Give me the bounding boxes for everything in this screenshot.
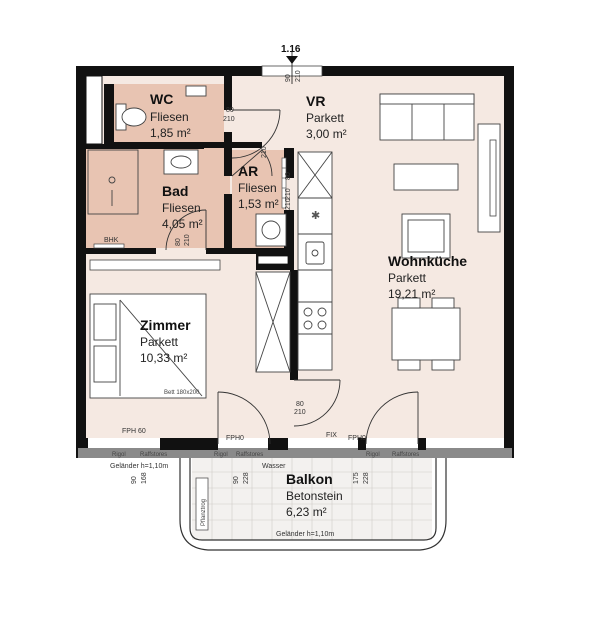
wc-area: 1,85 m² <box>150 126 191 140</box>
bhk-label: BHK <box>104 237 119 244</box>
ar-door-width: 80 <box>285 172 292 180</box>
balcony-door-height: 210 <box>294 409 306 416</box>
dining-table <box>391 297 461 371</box>
extractor-mark: ✱ <box>311 210 320 222</box>
water-label: Wasser <box>262 463 286 470</box>
bath-floor <box>86 148 230 248</box>
window-mid-width: 90 <box>233 476 240 484</box>
interior-walls <box>86 76 426 450</box>
balcony-paving <box>192 456 432 540</box>
storage-shelf <box>281 157 287 209</box>
wc-door-width: 80 <box>226 107 234 114</box>
window-left <box>85 75 103 145</box>
tv-screen <box>489 139 497 217</box>
kitchen-counter <box>255 151 333 373</box>
rigol-3: Rigol <box>366 452 380 458</box>
entry-marker <box>286 52 298 84</box>
wc-door-height: 210 <box>223 116 235 123</box>
entry-door-width: 90 <box>285 74 292 82</box>
railing-left-label: Geländer h=1,10m <box>110 463 168 470</box>
vr-name: VR <box>306 93 325 109</box>
wc-floor-label: Fliesen <box>150 110 189 124</box>
ar-door-dim-2: 210 <box>285 188 292 200</box>
balkon-area: 6,23 m² <box>286 505 327 519</box>
bad-door-width: 80 <box>175 238 182 246</box>
bed <box>89 293 207 399</box>
balcony-outline <box>179 458 447 551</box>
bath-basin <box>163 149 199 175</box>
towel-radiator <box>93 243 125 249</box>
zimmer-name: Zimmer <box>140 317 191 333</box>
bed-size-label: Bett 180x200 <box>164 390 200 396</box>
ar-floor-label: Fliesen <box>238 181 277 195</box>
bad-door-height: 210 <box>184 234 191 246</box>
fix-label: FIX <box>326 432 337 439</box>
raffstores-2: Raffstores <box>236 452 263 458</box>
wc-name: WC <box>150 91 173 107</box>
zimmer-area: 10,33 m² <box>140 351 187 365</box>
raffstores-3: Raffstores <box>392 452 419 458</box>
ar-door-height: 210 <box>285 198 292 210</box>
entry-marker-label: 1.16 <box>281 44 301 55</box>
fph0-right-label: FPH0 <box>348 435 366 442</box>
window-mid-height: 228 <box>243 472 250 484</box>
rigol-2: Rigol <box>214 452 228 458</box>
shower <box>87 149 139 215</box>
tv-board <box>477 123 501 233</box>
planter <box>195 477 209 531</box>
balcony-door-width: 80 <box>296 401 304 408</box>
window-right-height: 228 <box>363 472 370 484</box>
wardrobe <box>89 259 221 271</box>
ar-name: AR <box>238 163 258 179</box>
balkon-name: Balkon <box>286 471 333 487</box>
bad-area: 4,05 m² <box>162 217 203 231</box>
entry-door-height: 210 <box>295 70 302 82</box>
washing-machine <box>255 213 287 247</box>
wohnkueche-area: 19,21 m² <box>388 287 435 301</box>
sofa <box>379 93 475 141</box>
railing-balcony-label: Geländer h=1,10m <box>276 531 334 538</box>
zimmer-floor-label: Parkett <box>140 335 179 349</box>
window-left-height: 168 <box>141 472 148 484</box>
wohnkueche-floor-label: Parkett <box>388 271 427 285</box>
fph60-label: FPH 60 <box>122 428 146 435</box>
armchair <box>401 213 451 259</box>
ar-door-dim-1: 210 <box>261 146 268 158</box>
outer-walls <box>76 66 514 458</box>
wohnkueche-name: Wohnküche <box>388 253 467 269</box>
coffee-table <box>393 163 459 191</box>
window-left-width: 90 <box>131 476 138 484</box>
fph0-left-label: FPH0 <box>226 435 244 442</box>
doors <box>165 109 419 445</box>
vr-floor-label: Parkett <box>306 111 345 125</box>
toilet <box>115 103 147 131</box>
window-right-width: 175 <box>353 472 360 484</box>
zimmer-shelf <box>257 255 289 265</box>
ar-area: 1,53 m² <box>238 197 279 211</box>
bad-name: Bad <box>162 183 188 199</box>
balkon-floor-label: Betonstein <box>286 489 343 503</box>
vr-area: 3,00 m² <box>306 127 347 141</box>
wc-basin <box>185 85 207 97</box>
rigol-1: Rigol <box>112 452 126 458</box>
planter-label: Pflanztrog <box>201 499 207 526</box>
raffstores-1: Raffstores <box>140 452 167 458</box>
bad-floor-label: Fliesen <box>162 201 201 215</box>
